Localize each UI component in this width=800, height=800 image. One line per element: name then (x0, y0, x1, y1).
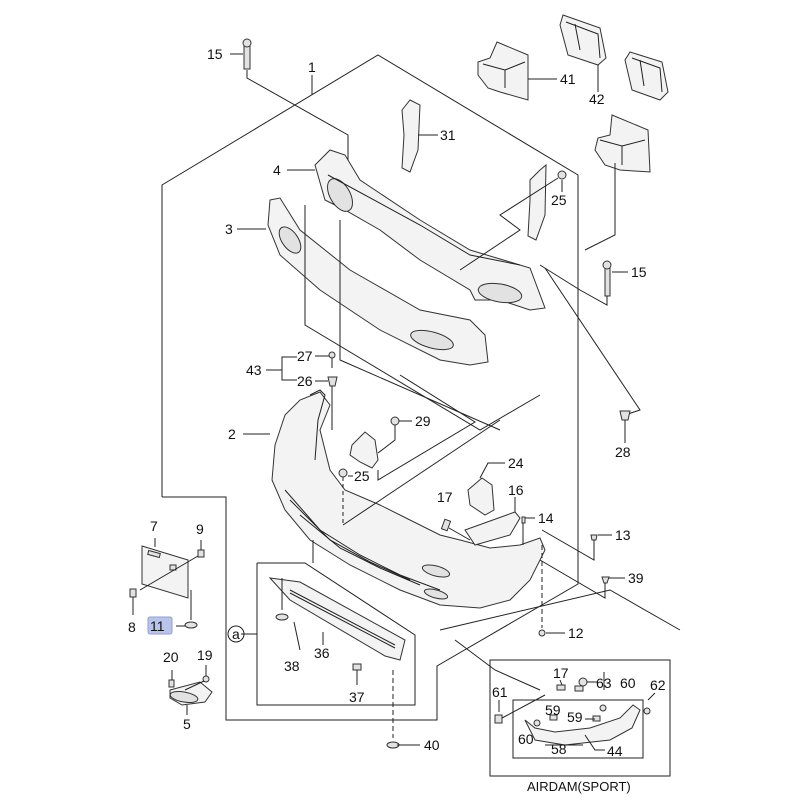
callout-19[interactable]: 19 (197, 647, 213, 663)
screw-14 (521, 516, 526, 545)
callout-63[interactable]: 63 (596, 675, 612, 691)
license-bracket-7 (141, 538, 189, 599)
callout-15-top[interactable]: 15 (207, 46, 223, 62)
absorber-bracket-42a (559, 14, 607, 66)
clip-17 (440, 518, 471, 541)
callout-37[interactable]: 37 (349, 689, 365, 705)
callout-60-top[interactable]: 60 (620, 675, 636, 691)
callout-15-right[interactable]: 15 (631, 264, 647, 280)
retainer-16 (464, 511, 521, 546)
callout-36[interactable]: 36 (314, 645, 330, 661)
clip-25-top (459, 170, 567, 271)
callout-62[interactable]: 62 (650, 677, 666, 693)
callout-11[interactable]: 11 (150, 618, 165, 634)
callout-8[interactable]: 8 (128, 619, 136, 635)
callout-25-mid[interactable]: 25 (354, 468, 370, 484)
screw-8 (129, 588, 137, 615)
airdam-inset-frame (489, 659, 671, 777)
callout-60-bottom[interactable]: 60 (518, 731, 534, 747)
screw-39 (539, 559, 610, 599)
callout-20[interactable]: 20 (163, 649, 179, 665)
callout-17[interactable]: 17 (437, 489, 453, 505)
bumper-fascia-2 (271, 389, 546, 609)
subassembly-marker-a (227, 625, 245, 643)
callout-26[interactable]: 26 (297, 373, 313, 389)
screw-19 (184, 665, 210, 691)
airdam-clips (494, 672, 651, 727)
callout-27[interactable]: 27 (297, 348, 313, 364)
bumper-stay-41b (594, 114, 651, 173)
callout-17-airdam[interactable]: 17 (553, 665, 569, 681)
side-marker-lamp-5 (169, 681, 213, 715)
nut-13 (541, 529, 598, 561)
callout-28[interactable]: 28 (615, 444, 631, 460)
callout-1[interactable]: 1 (308, 59, 316, 75)
callout-3[interactable]: 3 (225, 221, 233, 237)
callout-9[interactable]: 9 (196, 521, 204, 537)
assembly-frame (161, 54, 579, 721)
socket-20 (168, 670, 175, 688)
guide-lines-airdam (439, 589, 681, 691)
side-bracket-31b (527, 163, 547, 241)
callout-59-left[interactable]: 59 (545, 702, 561, 718)
callout-59-right[interactable]: 59 (567, 709, 583, 725)
nut-9 (139, 540, 205, 591)
bracket-29-part (349, 374, 476, 481)
inset-caption: AIRDAM(SPORT) (527, 779, 631, 794)
clip-37 (352, 663, 362, 685)
callout-5[interactable]: 5 (183, 716, 191, 732)
callout-44[interactable]: 44 (607, 743, 623, 759)
callout-12[interactable]: 12 (568, 625, 584, 641)
screw-12 (538, 545, 546, 637)
callout-16[interactable]: 16 (508, 482, 524, 498)
callout-labels: 15 1 41 42 31 4 25 3 15 43 27 26 29 2 28… (128, 46, 666, 794)
screw-40 (386, 670, 400, 749)
callout-2[interactable]: 2 (228, 426, 236, 442)
callout-41[interactable]: 41 (560, 71, 576, 87)
callout-7[interactable]: 7 (150, 518, 158, 534)
callout-13[interactable]: 13 (615, 527, 631, 543)
highlight-box-11 (147, 616, 173, 635)
leader-lines (176, 53, 656, 751)
energy-absorber-3 (267, 197, 489, 366)
bolt-15-right (539, 260, 612, 306)
callout-58[interactable]: 58 (551, 741, 567, 757)
callout-38[interactable]: 38 (284, 658, 300, 674)
callout-a[interactable]: a (232, 626, 240, 642)
airdam-58 (524, 704, 641, 746)
callout-43[interactable]: 43 (246, 362, 262, 378)
absorber-bracket-42b (624, 51, 669, 101)
callout-61[interactable]: 61 (492, 684, 508, 700)
bolt-11 (184, 590, 198, 629)
bracket-24 (467, 477, 495, 516)
callout-14[interactable]: 14 (538, 510, 554, 526)
callout-42[interactable]: 42 (589, 91, 605, 107)
callout-31[interactable]: 31 (440, 127, 456, 143)
bumper-stay-41 (477, 41, 529, 101)
callout-39[interactable]: 39 (628, 570, 644, 586)
side-bracket-31 (401, 99, 421, 173)
screw-38 (275, 578, 289, 621)
bolt-15-top (242, 38, 349, 170)
lower-spoiler-36 (268, 577, 406, 661)
callout-4[interactable]: 4 (273, 162, 281, 178)
grommet-26 (327, 376, 338, 430)
callout-24[interactable]: 24 (508, 455, 524, 471)
callout-40[interactable]: 40 (424, 737, 440, 753)
callout-25-top[interactable]: 25 (551, 192, 567, 208)
callout-29[interactable]: 29 (415, 413, 431, 429)
bumper-beam-4 (314, 149, 546, 311)
screw-27 (328, 351, 336, 368)
guide-lines-right (304, 163, 641, 431)
clip-25-mid (338, 419, 501, 526)
